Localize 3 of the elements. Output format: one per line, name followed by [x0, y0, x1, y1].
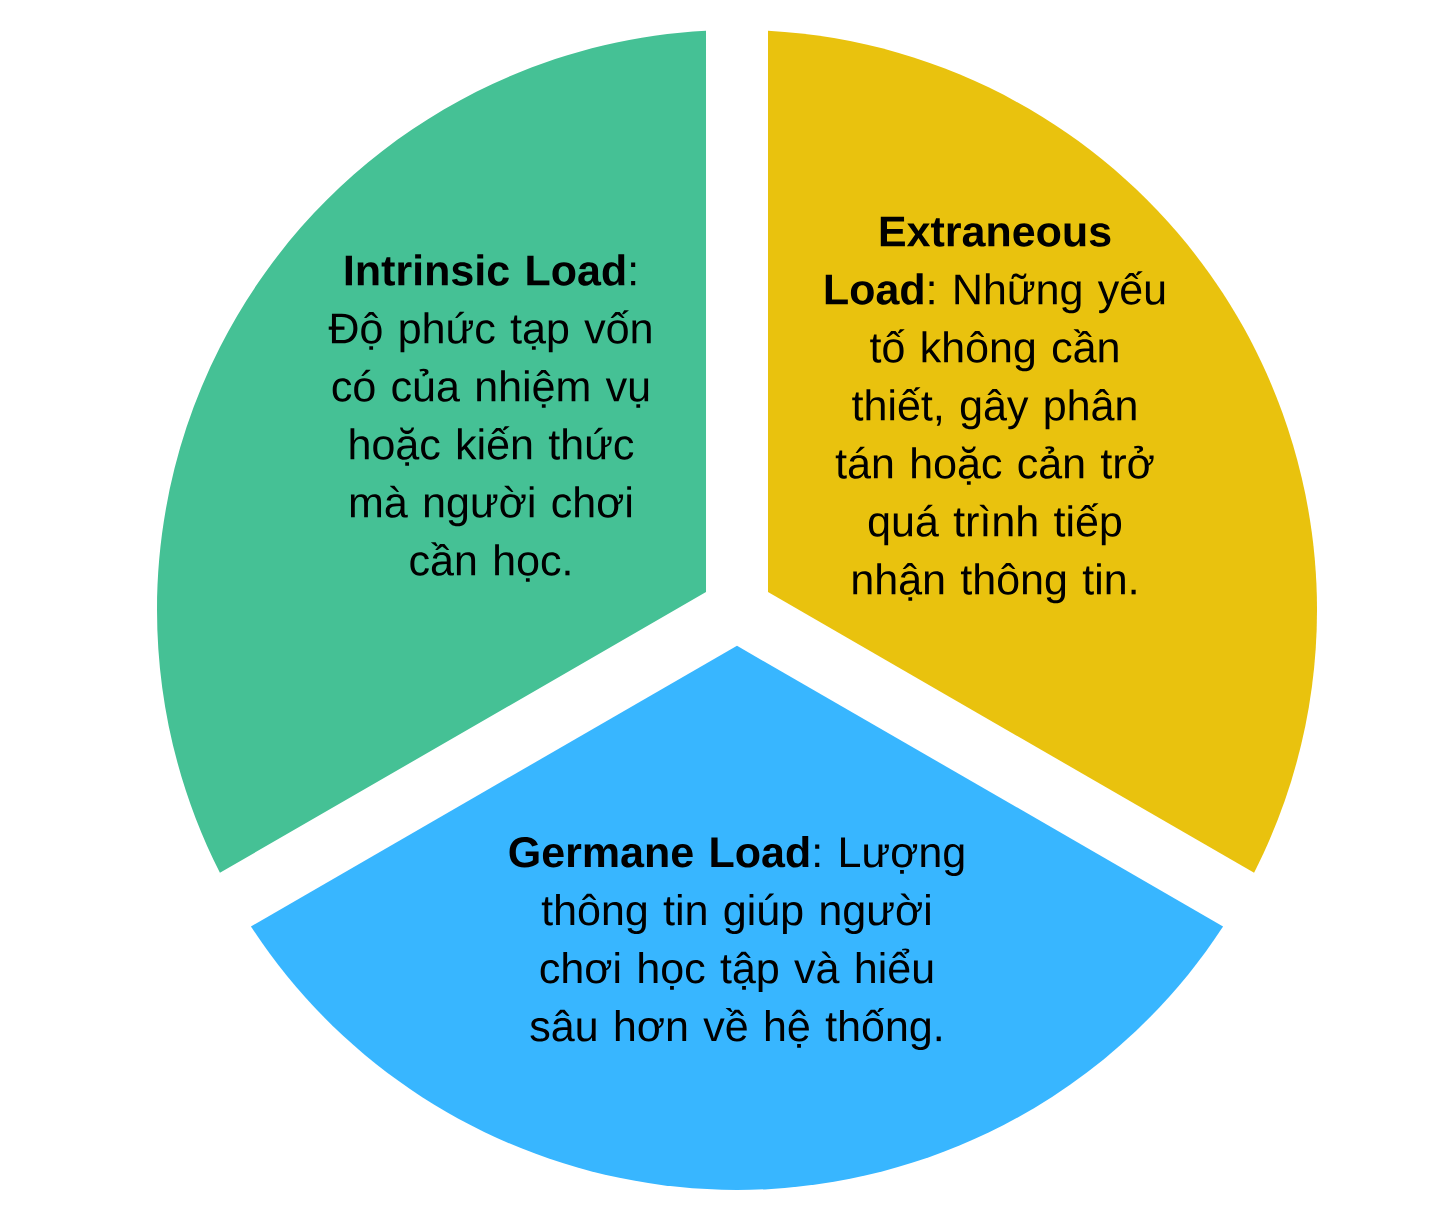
description-text: Intrinsic Load: Độ phức tạp vốn có của nhiệm vụ hoặc kiến thức mà người chơi cần học. — [328, 254, 651, 582]
description-text: Germane Load: Lượng thông tin giúp người chơi học tập và hiểu sâu hơn về hệ thống. — [509, 835, 964, 1051]
description-text: Extraneous Load: Những yếu tố không cần thiết, gây phân tán hoặc cản trở quá trình tiếp nhận thông tin. — [825, 216, 1165, 604]
